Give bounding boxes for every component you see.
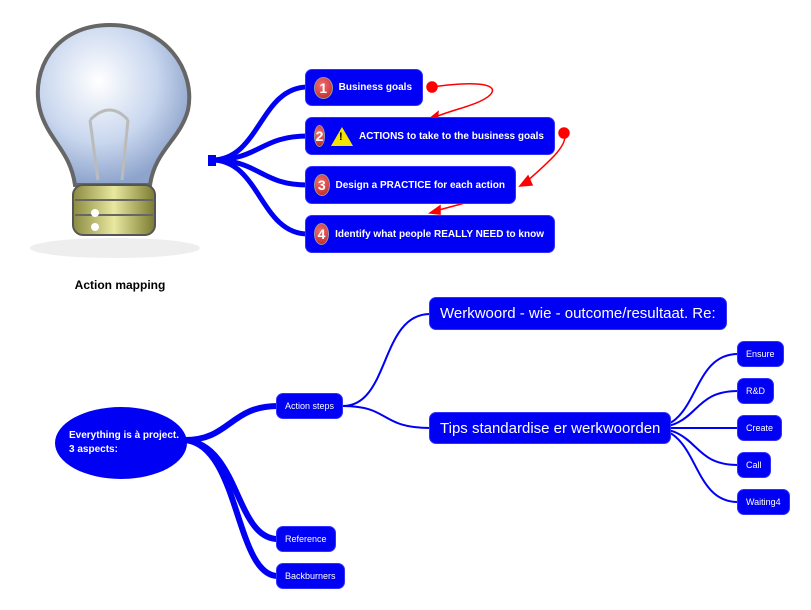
node-business-goals[interactable]: 1 Business goals xyxy=(305,69,423,106)
number-2-icon: 2 xyxy=(314,125,325,147)
root-line-1: Everything is à project. xyxy=(69,430,180,441)
node-tips-standardise[interactable]: Tips standardise er werkwoorden xyxy=(429,412,672,444)
node-backburners[interactable]: Backburners xyxy=(276,563,345,589)
node-action-steps[interactable]: Action steps xyxy=(276,393,344,419)
lightbulb-icon xyxy=(30,22,200,258)
node-design-practice[interactable]: 3 Design a PRACTICE for each action xyxy=(305,166,516,204)
node-actions[interactable]: 2! ACTIONS to take to the business goals xyxy=(305,117,555,155)
node-identify-needs[interactable]: 4 Identify what people REALLY NEED to kno… xyxy=(305,215,555,253)
node-label: Identify what people REALLY NEED to know xyxy=(335,228,544,240)
number-3-icon: 3 xyxy=(314,174,330,196)
node-create[interactable]: Create xyxy=(737,415,783,441)
node-call[interactable]: Call xyxy=(737,452,771,478)
node-reference[interactable]: Reference xyxy=(276,526,336,552)
root-node-everything-is-a-project[interactable]: Everything is à project. 3 aspects: xyxy=(55,407,187,479)
action-mapping-label: Action mapping xyxy=(74,278,166,292)
root-line-2: 3 aspects: xyxy=(69,444,118,455)
warning-icon: ! xyxy=(330,126,353,146)
node-label: Design a PRACTICE for each action xyxy=(335,179,505,191)
node-werkwoord[interactable]: Werkwoord - wie - outcome/resultaat. Re: xyxy=(429,297,727,330)
node-waiting4[interactable]: Waiting4 xyxy=(737,489,790,515)
relation-arrows xyxy=(426,81,570,215)
number-1-icon: 1 xyxy=(314,76,333,99)
number-4-icon: 4 xyxy=(314,223,330,245)
node-label: ACTIONS to take to the business goals xyxy=(358,130,544,142)
node-label: Business goals xyxy=(338,82,412,93)
node-r-and-d[interactable]: R&D xyxy=(737,378,775,404)
node-ensure[interactable]: Ensure xyxy=(737,341,784,367)
